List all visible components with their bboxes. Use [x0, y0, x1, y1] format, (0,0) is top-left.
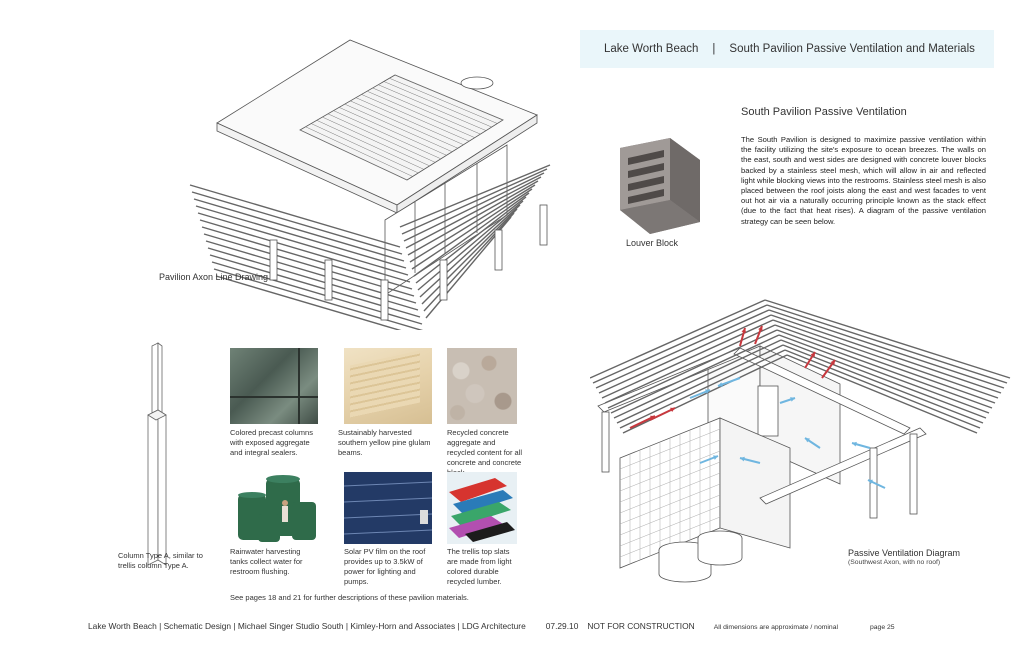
recycled-aggregate-photo [447, 348, 517, 424]
page-title: South Pavilion Passive Ventilation and M… [729, 43, 975, 55]
solar-pv-photo [344, 472, 432, 544]
material-caption-solar: Solar PV film on the roof provides up to… [344, 547, 426, 586]
page-footer: Lake Worth Beach | Schematic Design | Mi… [88, 621, 895, 631]
header-separator: | [712, 43, 716, 55]
page-header: Lake Worth Beach | South Pavilion Passiv… [580, 30, 994, 68]
louver-block-image [620, 138, 700, 234]
footer-date: 07.29.10 [545, 621, 579, 631]
material-caption-precast: Colored precast columns with exposed agg… [230, 428, 313, 457]
footer-disclaimer: All dimensions are approximate / nominal [713, 624, 838, 631]
rainwater-tanks-photo [230, 472, 318, 544]
ventilation-paragraph: The South Pavilion is designed to maximi… [741, 135, 986, 226]
glulam-beam-photo [344, 348, 432, 424]
material-caption-lumber: The trellis top slats are made from ligh… [447, 547, 512, 586]
column-caption: Column Type A, similar to trellis column… [118, 551, 203, 570]
footer-credits: Lake Worth Beach | Schematic Design | Mi… [88, 621, 526, 631]
recycled-lumber-photo [447, 472, 517, 544]
pavilion-axon-drawing [189, 39, 551, 330]
louver-caption: Louver Block [626, 238, 679, 248]
passive-ventilation-diagram [590, 299, 1011, 583]
project-name: Lake Worth Beach [604, 43, 699, 55]
material-caption-tanks: Rainwater harvesting tanks collect water… [230, 547, 303, 576]
material-caption-aggregate: Recycled concrete aggregate and recycled… [447, 428, 523, 477]
precast-column-photo [230, 348, 318, 424]
column-type-a-drawing [147, 342, 167, 566]
diagram-subcaption: (Southwest Axon, with no roof) [848, 559, 941, 566]
ventilation-heading: South Pavilion Passive Ventilation [741, 106, 907, 118]
page-number: page 25 [869, 624, 895, 631]
materials-note: See pages 18 and 21 for further descript… [230, 593, 469, 602]
diagram-caption: Passive Ventilation Diagram [848, 548, 961, 558]
material-caption-glulam: Sustainably harvested southern yellow pi… [338, 428, 431, 457]
footer-status: NOT FOR CONSTRUCTION [587, 621, 695, 631]
axon-caption: Pavilion Axon Line Drawing [159, 272, 269, 282]
